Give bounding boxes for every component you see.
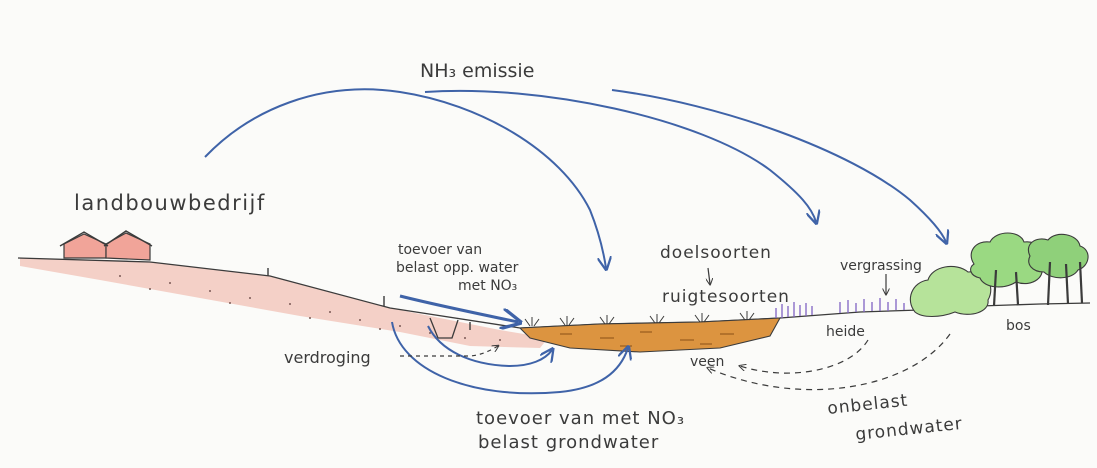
groundwater-label-line2: belast grondwater bbox=[478, 432, 659, 453]
target-species-pointer bbox=[708, 268, 710, 284]
farm-buildings bbox=[60, 231, 152, 260]
heath-vegetation bbox=[776, 298, 904, 318]
nh3-emission-arrows bbox=[205, 89, 946, 268]
nh3-emission-label: NH₃ emissie bbox=[420, 60, 534, 82]
drying-arrow bbox=[400, 346, 498, 356]
drying-label: verdroging bbox=[284, 348, 371, 367]
nh3-arrow-to-heath bbox=[425, 91, 816, 222]
nh3-arrow-to-forest bbox=[612, 90, 946, 242]
forest-label: bos bbox=[1006, 318, 1031, 334]
surface-water-label-line1: toevoer van bbox=[398, 242, 482, 258]
groundwater-label-line1: toevoer van met NO₃ bbox=[476, 408, 685, 429]
farm-label: landbouwbedrijf bbox=[74, 191, 266, 215]
surface-water-label-line3: met NO₃ bbox=[458, 278, 517, 294]
peat-label: veen bbox=[690, 354, 724, 370]
heath-label: heide bbox=[826, 324, 865, 340]
rough-species-label: ruigtesoorten bbox=[662, 287, 790, 307]
grass-encroachment-label: vergrassing bbox=[840, 258, 922, 274]
surface-water-label-line2: belast opp. water bbox=[396, 260, 519, 276]
target-species-label: doelsoorten bbox=[660, 243, 772, 263]
clean-groundwater-label-line1: onbelast bbox=[826, 391, 909, 419]
peat-body bbox=[520, 318, 780, 352]
clean-groundwater-label-line2: grondwater bbox=[854, 414, 963, 445]
